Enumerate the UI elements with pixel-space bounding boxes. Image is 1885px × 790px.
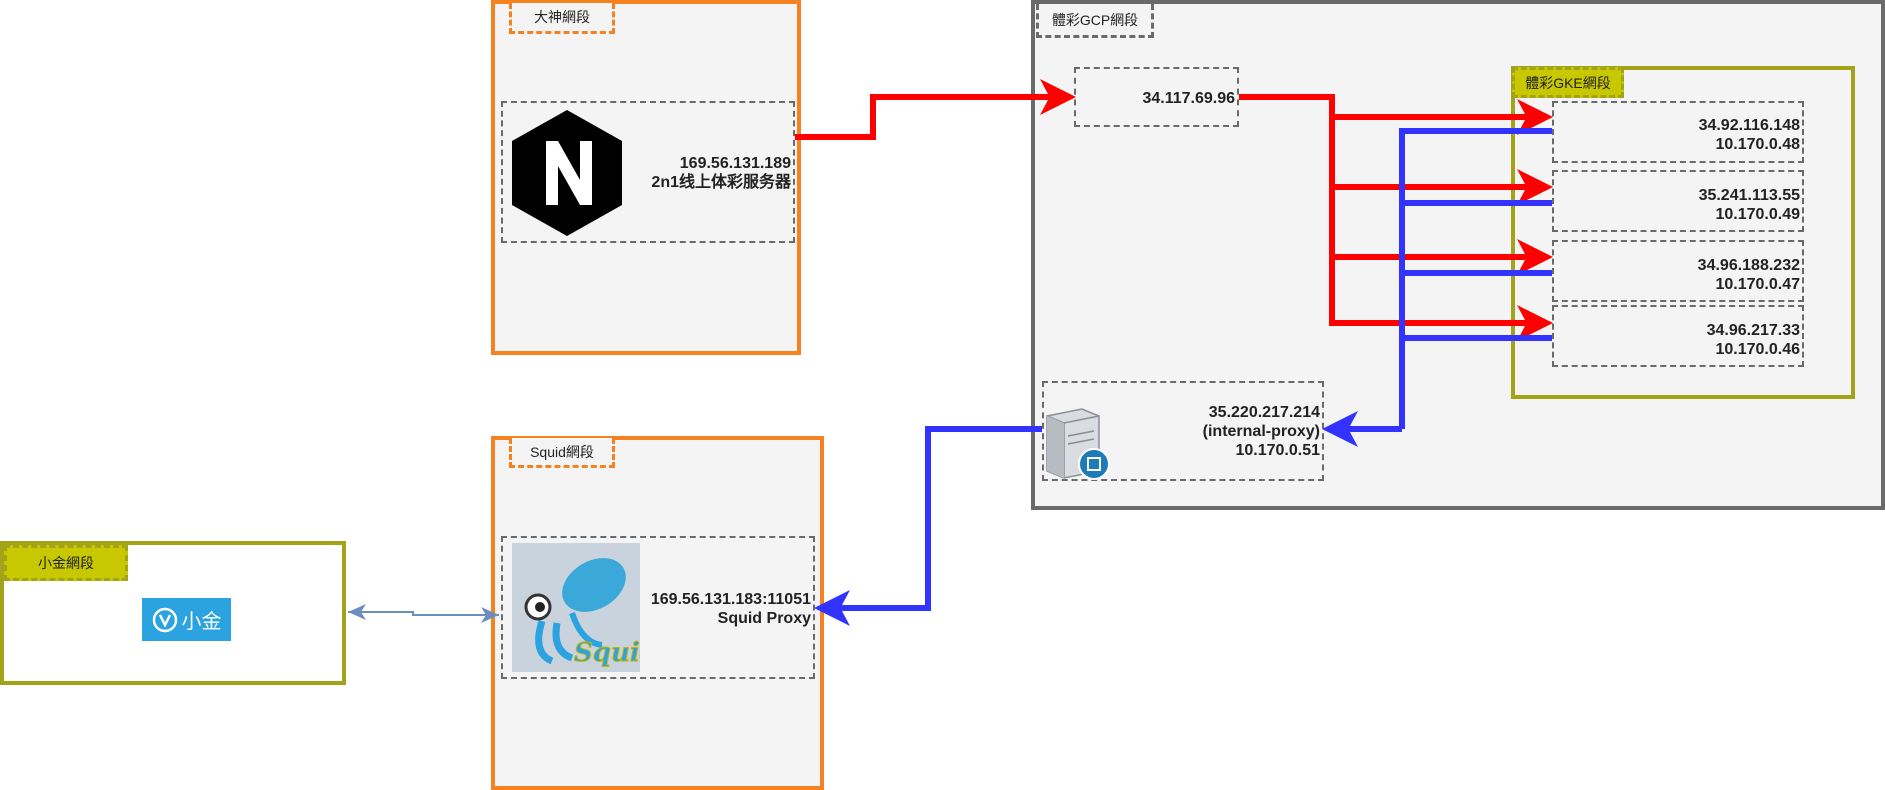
internal-proxy-box: 35.220.217.214 (internal-proxy) 10.170.0…	[1042, 381, 1324, 481]
gke-zone-tag: 體彩GKE網段	[1512, 67, 1624, 98]
response-link-node-to-proxy	[1399, 128, 1552, 429]
request-link-lb-to-node	[1329, 257, 1553, 341]
gcp-load-balancer-ip: 34.117.69.96	[1142, 90, 1235, 107]
internal-proxy-internal-ip: 10.170.0.51	[1235, 442, 1320, 459]
xiaojin-mark-icon	[152, 607, 177, 632]
gke-node-public-ip: 34.92.116.148	[1698, 117, 1800, 134]
gke-node-public-ip: 35.241.113.55	[1698, 187, 1800, 204]
request-link-lb-to-node	[1329, 187, 1553, 275]
nginx-server-desc: 2n1线上体彩服务器	[651, 174, 791, 191]
gke-node-box: 35.241.113.55 10.170.0.49	[1552, 170, 1804, 232]
request-link-nginx-to-lb	[795, 79, 1076, 140]
gke-node-box: 34.92.116.148 10.170.0.48	[1552, 101, 1804, 163]
gke-node-public-ip: 34.96.188.232	[1697, 257, 1800, 274]
squid-zone-tag: Squid網段	[509, 438, 615, 468]
nginx-zone-tag-label: 大神網段	[534, 9, 590, 25]
squid-proxy-box: Squid 169.56.131.183:11051 Squid Proxy	[501, 536, 815, 679]
squid-zone-tag-label: Squid網段	[530, 443, 594, 460]
squid-proxy-desc: Squid Proxy	[717, 610, 811, 627]
xiaojin-logo-icon: 小金	[142, 598, 231, 641]
nginx-logo-icon	[512, 110, 622, 236]
nginx-zone-tag: 大神網段	[509, 3, 615, 34]
gcp-zone-tag-label: 體彩GCP網段	[1051, 11, 1139, 28]
nginx-server-ip: 169.56.131.189	[679, 155, 791, 172]
gke-node-box: 34.96.188.232 10.170.0.47	[1552, 240, 1804, 302]
xiaojin-zone-tag: 小金網段	[4, 545, 128, 581]
nginx-server-box: 169.56.131.189 2n1线上体彩服务器	[501, 101, 795, 243]
request-link-lb-to-node	[1329, 117, 1553, 205]
gke-node-internal-ip: 10.170.0.47	[1715, 276, 1800, 293]
squid-logo-icon: Squid	[512, 543, 640, 672]
gke-node-internal-ip: 10.170.0.48	[1715, 136, 1800, 153]
gke-node-internal-ip: 10.170.0.49	[1715, 206, 1800, 223]
gke-node-public-ip: 34.96.217.33	[1706, 322, 1800, 339]
response-link-proxy-to-squid	[814, 426, 1042, 626]
gke-zone	[1511, 66, 1855, 399]
gcp-zone-tag: 體彩GCP網段	[1036, 4, 1154, 38]
xiaojin-zone-tag-label: 小金網段	[38, 555, 94, 571]
svg-text:Squid: Squid	[574, 638, 640, 668]
gke-node-internal-ip: 10.170.0.46	[1715, 341, 1800, 358]
gke-zone-tag-label: 體彩GKE網段	[1525, 74, 1611, 91]
internal-proxy-name: (internal-proxy)	[1202, 423, 1320, 440]
server-icon	[1046, 408, 1110, 480]
request-link-lb-to-node	[1239, 94, 1553, 135]
gke-node-box: 34.96.217.33 10.170.0.46	[1552, 305, 1804, 367]
squid-proxy-ip: 169.56.131.183:11051	[650, 591, 811, 608]
xiaojin-logo-text: 小金	[181, 611, 222, 633]
internal-proxy-ip: 35.220.217.214	[1208, 404, 1320, 421]
